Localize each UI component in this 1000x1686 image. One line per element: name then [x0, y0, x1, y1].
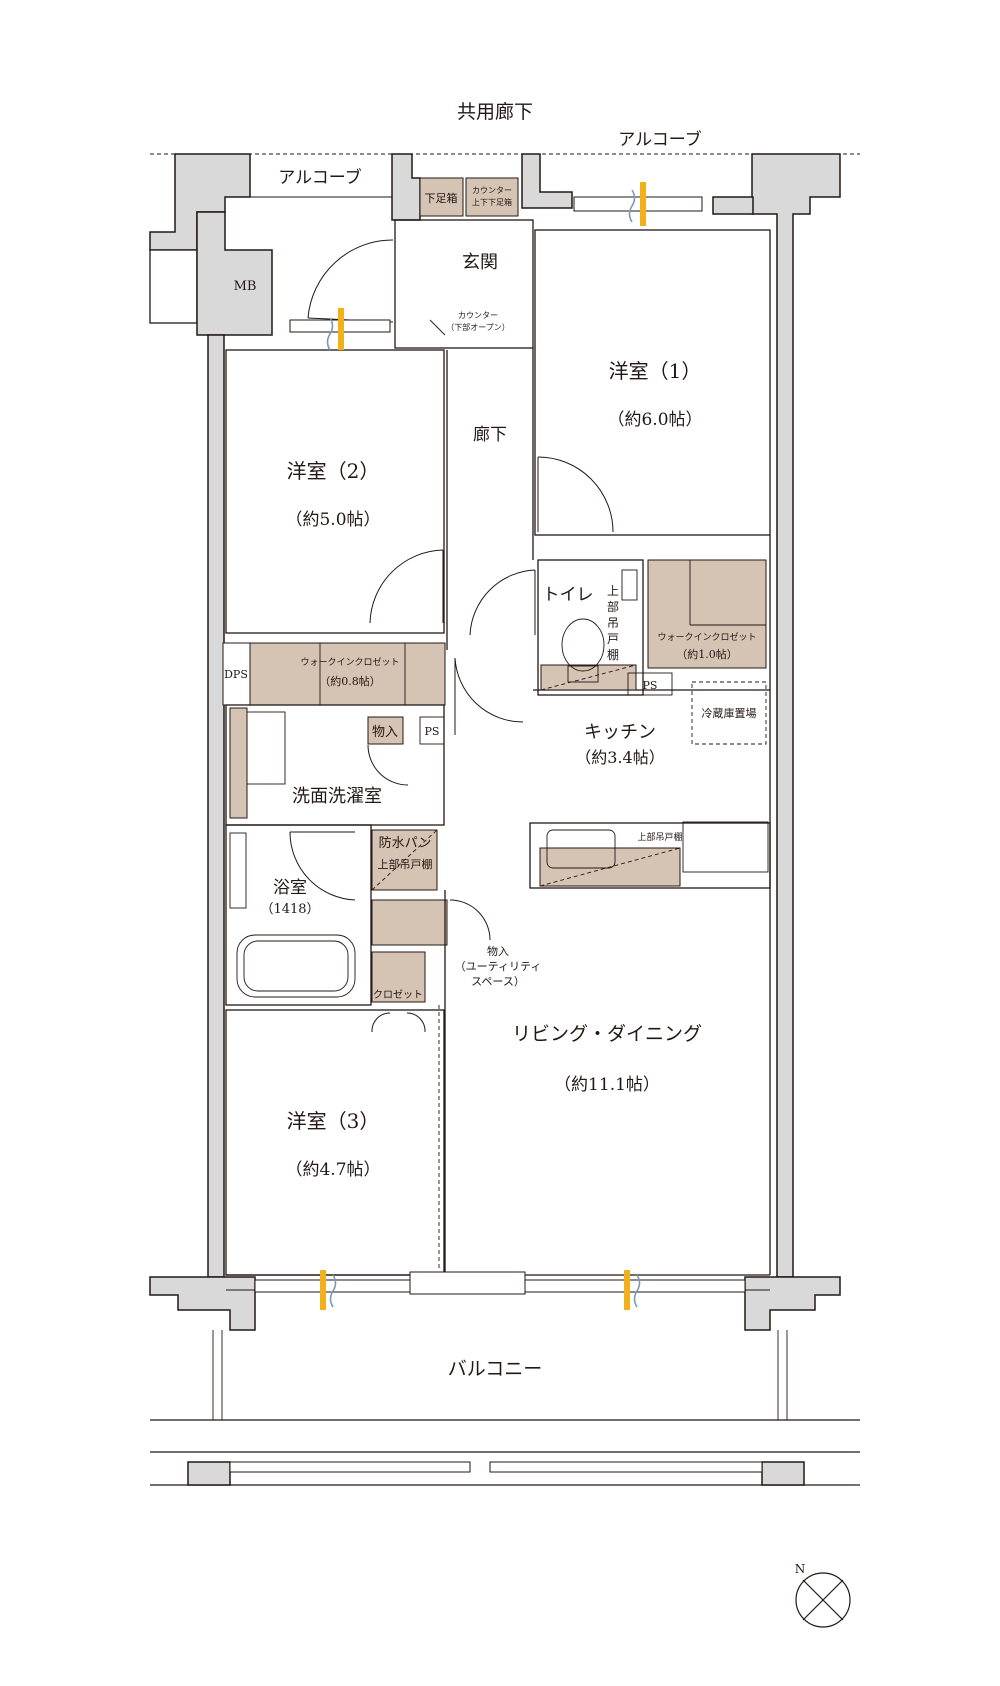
label-mb: MB [234, 279, 257, 294]
label-upper-cabinet-v4: 戸 [607, 632, 619, 646]
label-common-corridor: 共用廊下 [457, 101, 533, 123]
label-upper-cabinet-kitchen: 上部吊戸棚 [637, 831, 682, 843]
label-dps: DPS [224, 668, 248, 681]
label-kitchen-size: （約3.4帖） [575, 748, 664, 767]
label-upper-cabinet-v2: 部 [607, 599, 619, 614]
label-north: N [795, 1562, 806, 1576]
label-ps-wash: PS [425, 725, 440, 738]
label-bathroom-size: （1418） [260, 902, 319, 917]
label-western2-size: （約5.0帖） [285, 510, 380, 530]
label-ps-kitchen: PS [643, 679, 658, 692]
label-shoe-box: 下足箱 [425, 191, 458, 205]
label-corridor: 廊下 [473, 425, 507, 445]
room-outlines [222, 154, 771, 1291]
label-wic-right-size: （約1.0帖） [676, 647, 738, 661]
label-kitchen-name: キッチン [584, 722, 656, 743]
label-closet: クロゼット [373, 989, 423, 1001]
label-upper-cabinet-v1: 上 [607, 584, 619, 598]
label-waterproof-pan: 防水パン [379, 835, 432, 851]
doors [289, 239, 614, 1033]
label-storage-small: 物入 [372, 725, 398, 740]
label-upper-cabinet-v3: 吊 [607, 616, 619, 630]
window-marks [254, 182, 746, 1310]
label-alcove-right: アルコーブ [618, 129, 701, 150]
label-upper-cabinet-v5: 棚 [607, 647, 619, 662]
label-wic-right-name: ウォークインクロゼット [657, 631, 756, 643]
label-utility-3: スペース） [471, 975, 525, 988]
label-balcony: バルコニー [448, 1358, 543, 1380]
label-counter-shoe-sub: 上下下足箱 [472, 197, 512, 207]
label-utility-2: （ユーティリティ [455, 960, 542, 973]
label-bathroom-name: 浴室 [273, 878, 307, 898]
label-western3-name: 洋室（3） [287, 1109, 380, 1133]
label-living-size: （約11.1帖） [554, 1075, 660, 1095]
label-western3-size: （約4.7帖） [285, 1160, 380, 1180]
label-alcove-left: アルコーブ [278, 167, 361, 188]
label-western1-size: （約6.0帖） [607, 410, 702, 430]
label-western2-name: 洋室（2） [287, 459, 380, 483]
label-upper-cabinet-wash: 上部吊戸棚 [378, 857, 433, 871]
label-counter-open-sub: （下部オープン） [446, 322, 510, 332]
label-counter-shoe: カウンター [472, 186, 512, 195]
structural-walls [149, 153, 860, 1486]
label-fridge: 冷蔵庫置場 [702, 706, 757, 720]
label-toilet: トイレ [543, 585, 594, 605]
label-entrance: 玄関 [462, 252, 498, 273]
label-western1-name: 洋室（1） [609, 359, 702, 383]
compass [795, 1572, 851, 1628]
label-utility-1: 物入 [487, 944, 509, 958]
label-living-name: リビング・ダイニング [512, 1023, 702, 1045]
label-washroom: 洗面洗濯室 [292, 786, 382, 807]
label-wic-left-size: （約0.8帖） [319, 674, 381, 688]
labels: 共用廊下 アルコーブ アルコーブ MB 下足箱 カウンター 上下下足箱 玄関 カ… [224, 101, 805, 1576]
label-wic-left-name: ウォークインクロゼット [300, 656, 399, 668]
label-counter-open: カウンター [458, 311, 498, 320]
